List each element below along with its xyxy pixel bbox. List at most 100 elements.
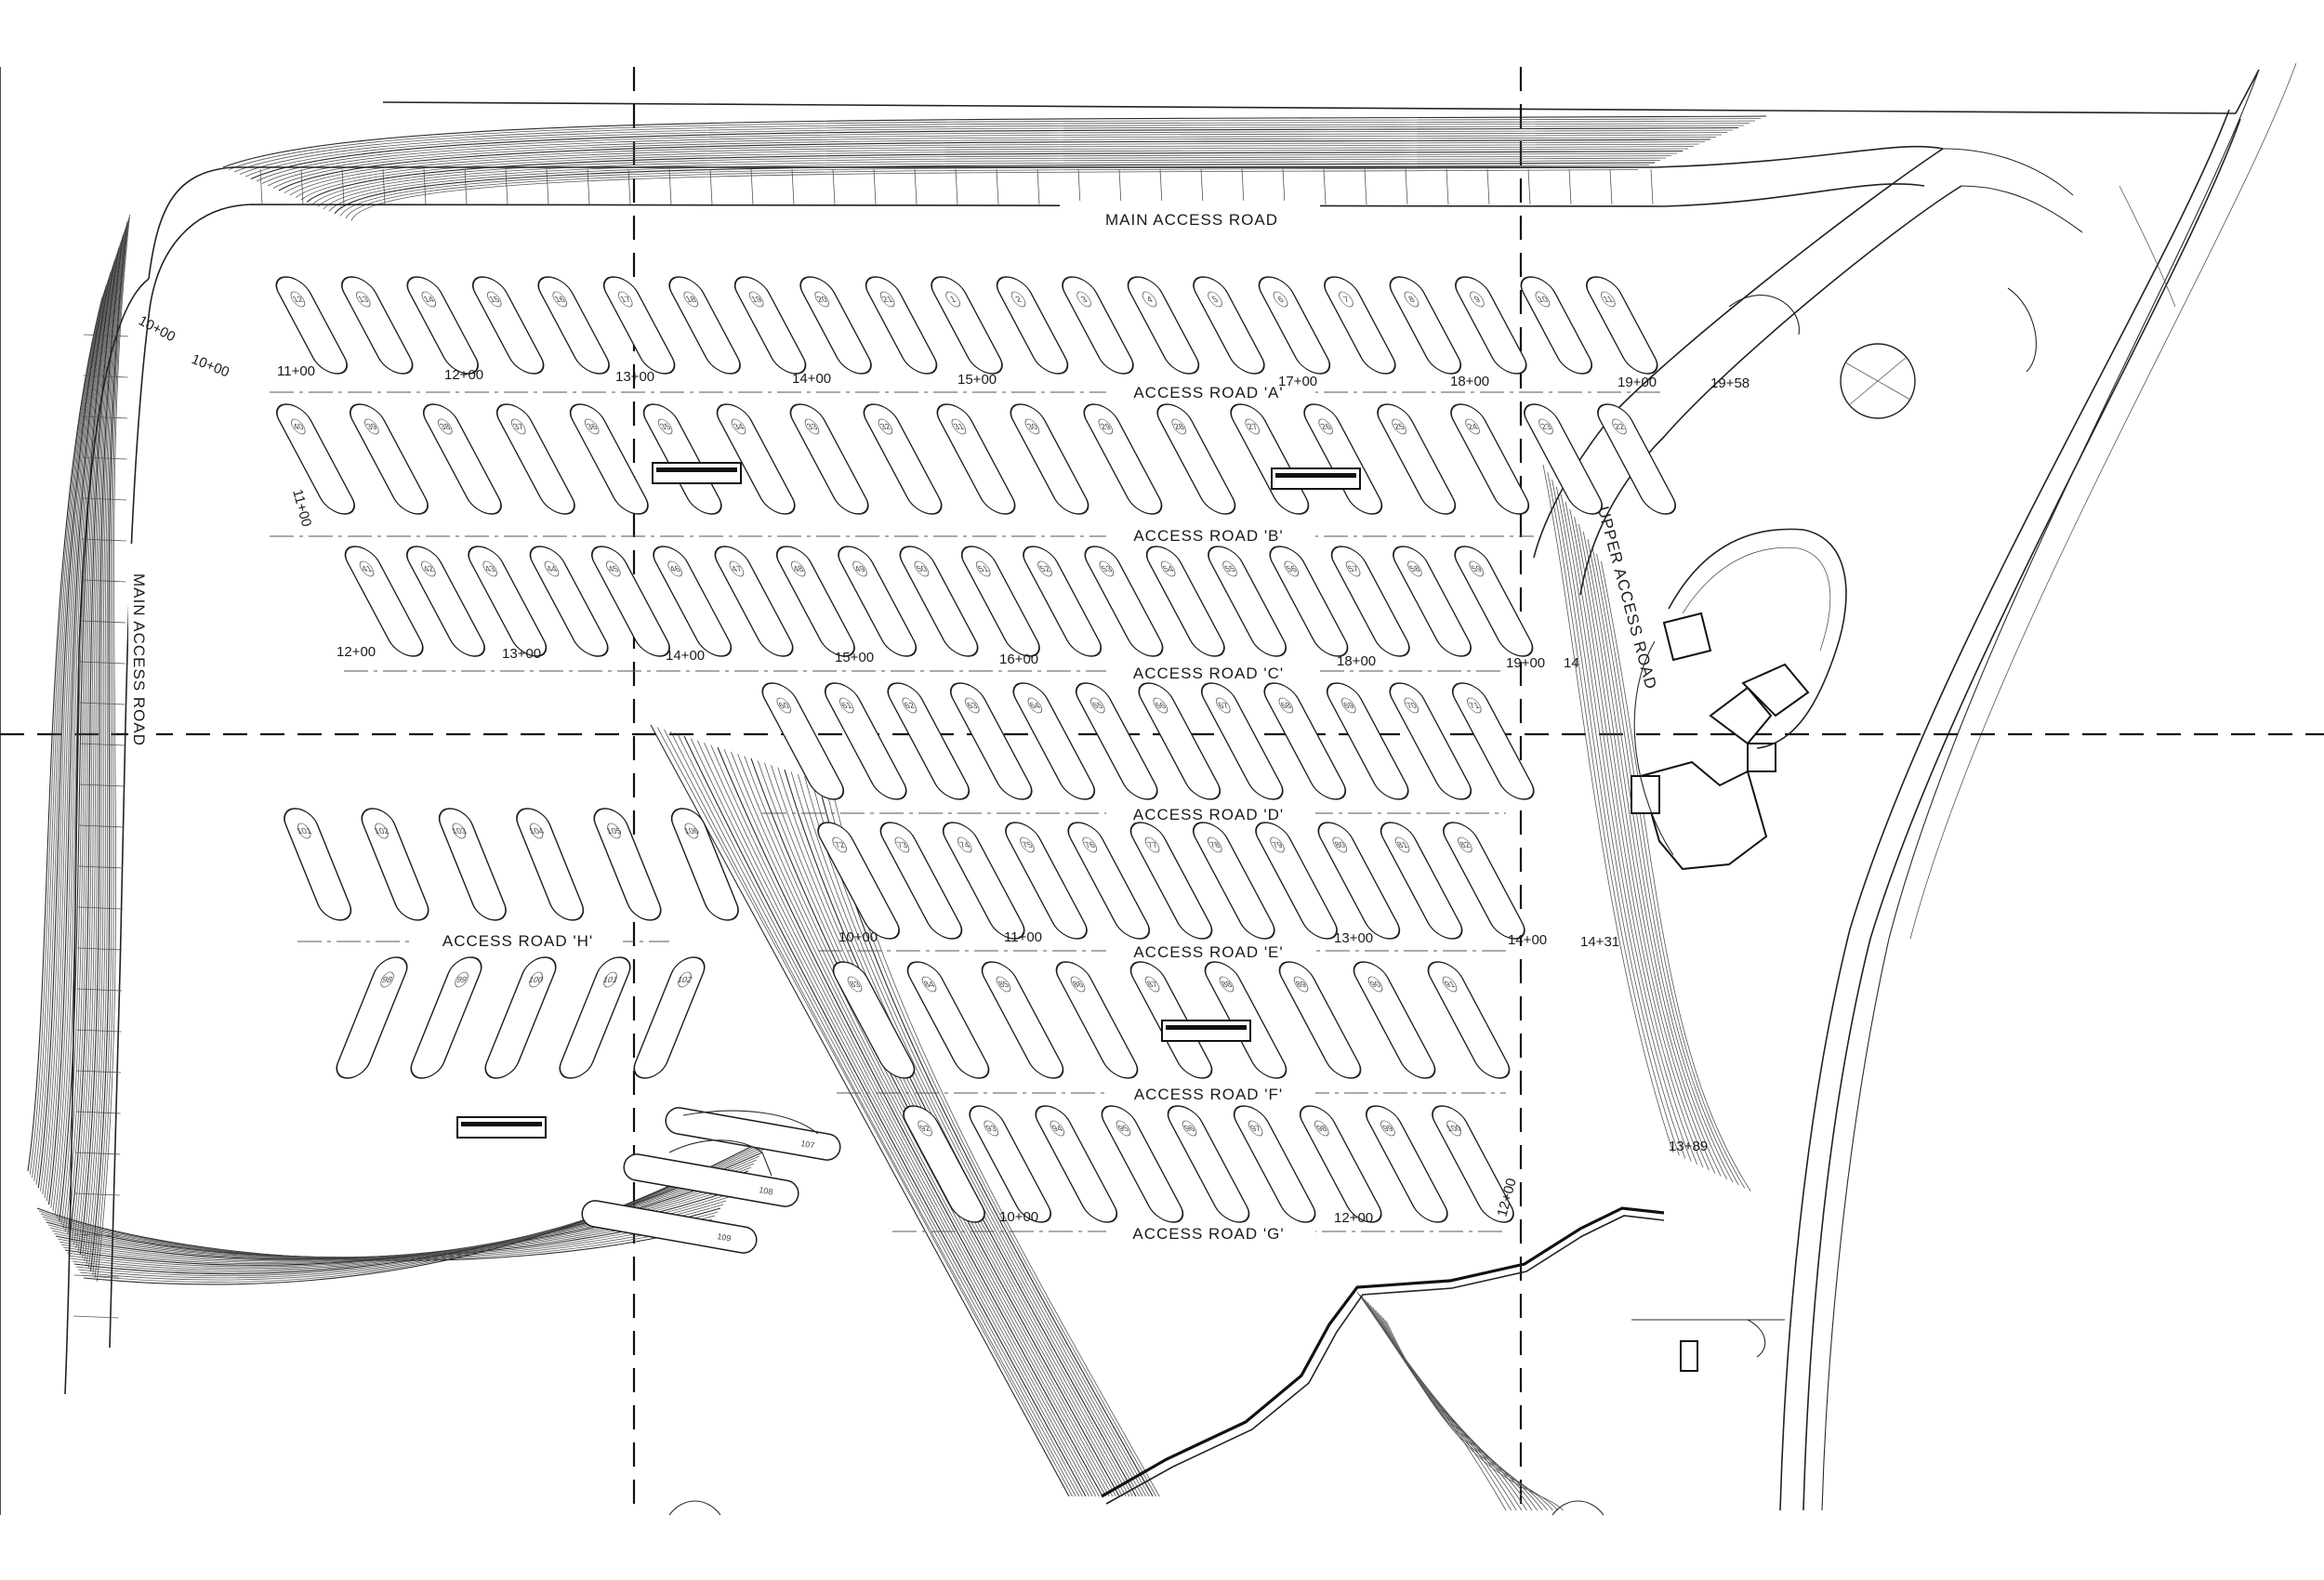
access-roads: ACCESS ROAD 'A' ACCESS ROAD 'B' ACCESS R… <box>270 379 1664 1244</box>
station-g-3: 13+89 <box>1669 1139 1708 1154</box>
lot-number: 38 <box>438 423 452 432</box>
lot-number: 63 <box>965 702 979 711</box>
lot-number: 89 <box>1294 981 1308 990</box>
road-label-d: ACCESS ROAD 'D' <box>1133 806 1284 823</box>
lot-pad: 75 <box>1005 822 1088 940</box>
shelter-structures <box>456 462 1361 1139</box>
lot-pad: 9 <box>1455 276 1527 375</box>
lot-pad: 53 <box>1084 546 1164 657</box>
lot-number: 96 <box>1182 1125 1196 1134</box>
station-e-4: 14+31 <box>1580 934 1619 950</box>
lot-pad: 78 <box>1192 822 1275 940</box>
road-label-h: ACCESS ROAD 'H' <box>442 932 593 950</box>
lot-pad: 16 <box>537 276 610 375</box>
lot-number: 93 <box>984 1125 998 1134</box>
lot-pad: 21 <box>865 276 938 375</box>
lot-number: 14 <box>422 296 437 305</box>
lot-pad: 101 <box>559 956 631 1079</box>
lot-number: 12 <box>291 296 305 305</box>
lot-number: 69 <box>1341 702 1355 711</box>
lot-pad: 35 <box>642 403 722 515</box>
lot-number: 51 <box>976 565 990 574</box>
lot-pad: 56 <box>1269 546 1349 657</box>
lot-pad: 25 <box>1377 403 1457 515</box>
lot-number: 49 <box>853 565 867 574</box>
lot-number: 46 <box>668 565 682 574</box>
lot-pad: 73 <box>879 822 963 940</box>
lot-pad: 49 <box>838 546 918 657</box>
road-label-f: ACCESS ROAD 'F' <box>1134 1086 1283 1103</box>
clubhouse-building <box>1631 528 1847 871</box>
lot-pad: 100 <box>1432 1105 1514 1223</box>
lot-number: 75 <box>1021 841 1035 850</box>
lot-pad: 45 <box>590 546 670 657</box>
lot-pad: 36 <box>569 403 649 515</box>
station-a-7: 19+00 <box>1618 375 1657 390</box>
lot-number: 79 <box>1271 841 1285 850</box>
lot-number: 2 <box>1014 296 1023 305</box>
lot-number: 28 <box>1172 423 1186 432</box>
lot-number: 3 <box>1079 296 1089 305</box>
lot-pad: 33 <box>789 403 869 515</box>
lot-number: 57 <box>1346 565 1360 574</box>
lot-number: 35 <box>658 423 672 432</box>
retaining-wall <box>1101 1206 1665 1505</box>
road-label-main-left: MAIN ACCESS ROAD <box>130 573 148 746</box>
lot-pad: 99 <box>1366 1105 1448 1223</box>
lot-pad: 85 <box>981 961 1064 1079</box>
lot-pad: 66 <box>1138 682 1221 800</box>
lot-number: 100 <box>527 975 545 984</box>
south-lots <box>668 1110 819 1177</box>
station-c-7: 14 <box>1564 655 1579 671</box>
lot-pad: 107 <box>665 1107 841 1161</box>
contour-lines-north <box>222 115 1767 1192</box>
lot-pad: 23 <box>1524 403 1604 515</box>
lot-number: 10 <box>1536 296 1550 305</box>
station-a-8: 19+58 <box>1710 375 1750 391</box>
lot-number: 107 <box>800 1139 816 1150</box>
station-g-1: 12+00 <box>1334 1210 1373 1226</box>
lot-number: 68 <box>1279 702 1293 711</box>
lot-number: 40 <box>291 423 305 432</box>
lot-number: 44 <box>545 565 560 574</box>
lot-pad: 32 <box>863 403 943 515</box>
lot-pad: 38 <box>422 403 502 515</box>
lot-number: 47 <box>730 565 744 574</box>
lot-pad: 39 <box>349 403 429 515</box>
lot-number: 67 <box>1216 702 1230 711</box>
lot-pad: 20 <box>799 276 872 375</box>
lot-pad: 14 <box>406 276 479 375</box>
lot-pad: 31 <box>936 403 1016 515</box>
lot-number: 54 <box>1161 565 1176 574</box>
lot-number: 88 <box>1220 981 1234 990</box>
lot-pad: 80 <box>1317 822 1401 940</box>
lot-number: 101 <box>601 975 619 984</box>
lot-pad: 10 <box>1520 276 1592 375</box>
lot-pad: 37 <box>495 403 575 515</box>
lot-number: 58 <box>1408 565 1422 574</box>
lot-pad: 65 <box>1075 682 1158 800</box>
lot-number: 87 <box>1145 981 1159 990</box>
lot-number: 37 <box>511 423 525 432</box>
lot-number: 36 <box>585 423 599 432</box>
lot-number: 80 <box>1333 841 1347 850</box>
lot-pad: 108 <box>623 1153 799 1207</box>
lot-pad: 12 <box>275 276 348 375</box>
lot-pad: 58 <box>1393 546 1472 657</box>
lot-pad: 44 <box>529 546 609 657</box>
lot-pad: 100 <box>484 956 557 1079</box>
lot-pad: 72 <box>817 822 900 940</box>
lot-pad: 84 <box>906 961 990 1079</box>
lot-number: 22 <box>1613 423 1627 432</box>
lot-pad: 64 <box>1012 682 1096 800</box>
lot-pad: 79 <box>1255 822 1338 940</box>
lot-number: 8 <box>1407 296 1417 305</box>
lot-pad: 98 <box>336 956 408 1079</box>
lot-pad: 103 <box>438 808 507 921</box>
lot-number: 50 <box>915 565 929 574</box>
lot-pad: 7 <box>1324 276 1396 375</box>
lot-number: 98 <box>381 975 394 984</box>
station-c-6: 19+00 <box>1506 655 1545 671</box>
lot-pad: 104 <box>516 808 585 921</box>
lot-number: 74 <box>957 841 972 850</box>
